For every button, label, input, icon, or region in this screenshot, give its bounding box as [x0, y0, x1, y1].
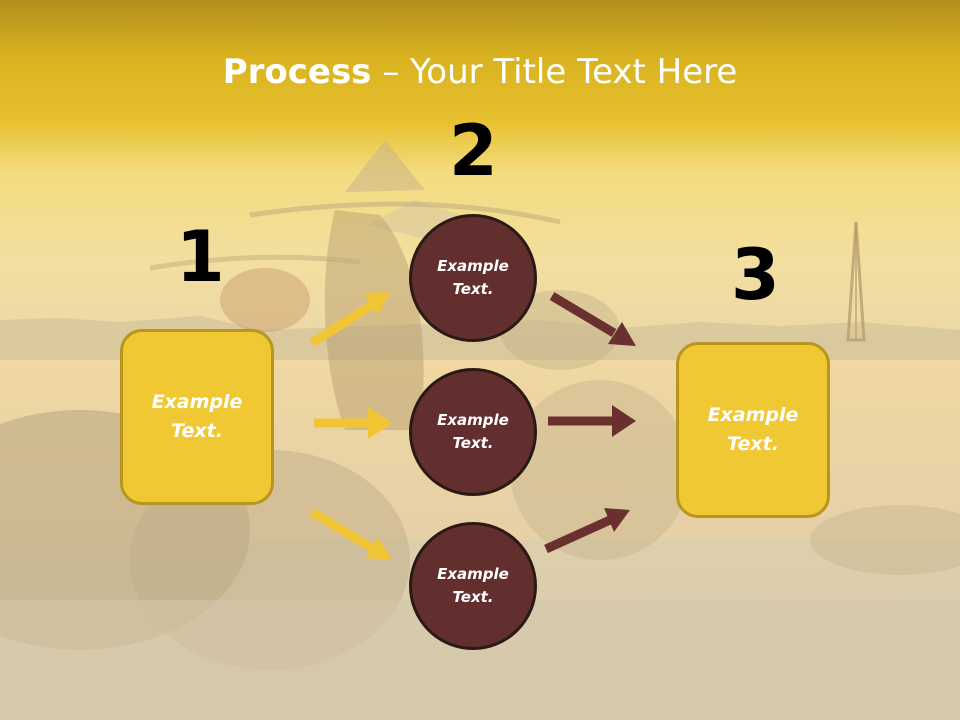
circle-middle-text: Example Text.: [437, 411, 509, 452]
step-number-1: 1: [176, 216, 225, 298]
left-box-text: Example Text.: [151, 391, 243, 442]
left-text-box[interactable]: Example Text.: [120, 329, 274, 505]
arrow-right-up-icon: [544, 508, 630, 554]
title-rest: – Your Title Text Here: [371, 52, 738, 92]
circle-top[interactable]: Example Text.: [409, 214, 537, 342]
arrow-right-down-icon: [309, 508, 392, 560]
arrow-right-icon: [314, 407, 392, 439]
circle-bottom-text: Example Text.: [437, 565, 509, 606]
step-number-3: 3: [731, 234, 780, 316]
circle-middle[interactable]: Example Text.: [409, 368, 537, 496]
step-number-2: 2: [449, 110, 498, 192]
circle-bottom[interactable]: Example Text.: [409, 522, 537, 650]
right-text-box[interactable]: Example Text.: [676, 342, 830, 518]
right-box-text: Example Text.: [707, 404, 799, 455]
arrow-right-down-icon: [549, 292, 636, 346]
circle-top-text: Example Text.: [437, 257, 509, 298]
arrow-right-icon: [548, 405, 636, 437]
title-bold: Process: [222, 52, 372, 92]
slide-title: Process – Your Title Text Here: [0, 52, 960, 92]
arrow-right-up-icon: [309, 292, 390, 347]
